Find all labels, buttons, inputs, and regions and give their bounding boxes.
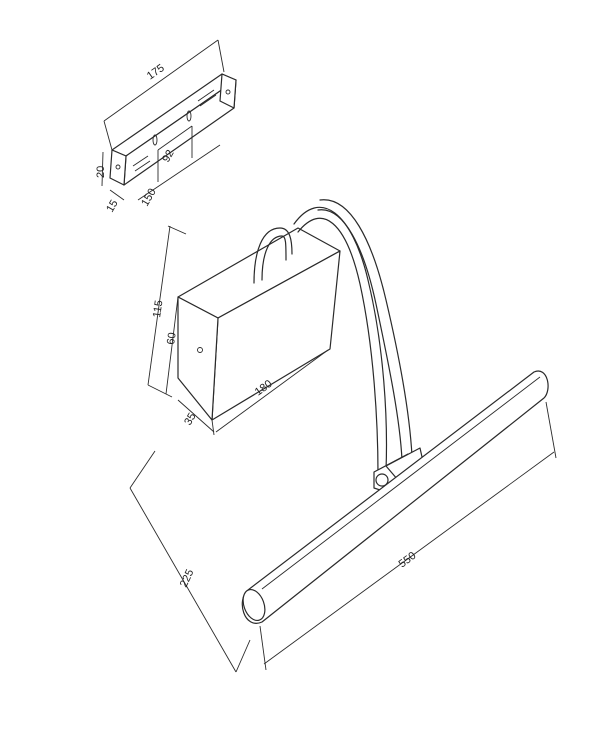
dim-label-60: 60 xyxy=(165,332,179,346)
dim-label-92: 92 xyxy=(160,148,177,165)
dim-box-depth: 35 xyxy=(177,399,215,433)
dim-label-150: 150 xyxy=(139,187,159,209)
dim-label-20: 20 xyxy=(95,166,107,178)
lamp-tube: 550 225 xyxy=(129,370,557,673)
hinge-pin xyxy=(375,473,389,487)
dim-box-total-height: 115 xyxy=(147,225,187,386)
wall-box: 115 60 180 35 xyxy=(147,225,341,436)
tube-end-cap xyxy=(242,588,266,622)
dim-label-225: 225 xyxy=(178,568,197,590)
dim-hole-spacing: 92 xyxy=(157,125,193,182)
bracket-slot-right xyxy=(197,89,217,107)
bracket-slot-left xyxy=(132,155,151,172)
dim-bracket-height: 20 xyxy=(95,151,107,187)
dim-label-35: 35 xyxy=(182,411,199,428)
flange-hole-left xyxy=(115,164,121,170)
flange-hole-right xyxy=(225,89,231,95)
dim-label-175: 175 xyxy=(145,62,167,82)
bracket-hole-right xyxy=(186,110,192,122)
dim-box-height: 60 xyxy=(147,296,179,398)
dim-label-115: 115 xyxy=(151,299,165,318)
dim-label-550: 550 xyxy=(397,550,419,571)
box-screw xyxy=(197,347,203,353)
dim-bracket-depth: 15 xyxy=(104,189,125,215)
dim-label-15: 15 xyxy=(104,198,121,215)
dim-projection: 225 xyxy=(129,450,251,673)
dim-tube-length: 550 xyxy=(259,401,557,671)
mounting-bracket: 175 92 150 20 15 xyxy=(95,39,237,215)
bracket-hole-left xyxy=(152,134,158,146)
